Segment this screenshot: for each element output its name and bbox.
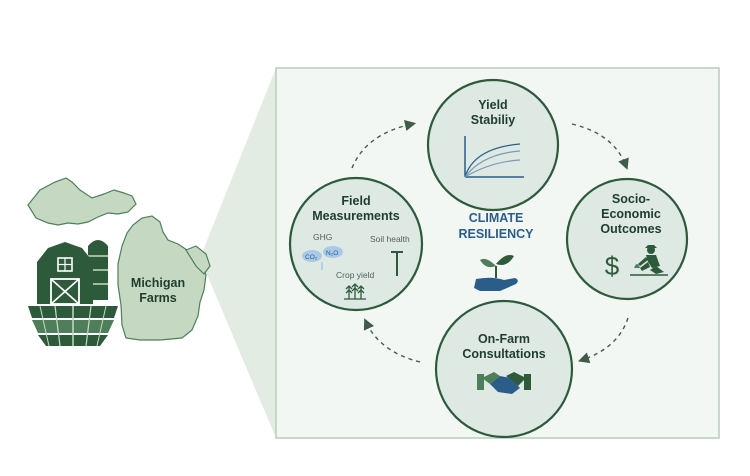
wheat-crop-icon <box>344 283 366 300</box>
dollar-sign-icon: $ <box>605 251 620 281</box>
handshake-icon <box>477 372 531 394</box>
ghg-cloud-icon <box>302 246 343 270</box>
farm-barn-icon <box>28 240 118 347</box>
crop-yield-label: Crop yield <box>336 270 375 280</box>
hand-seedling-icon <box>474 255 518 291</box>
onfarm-title-line1: On-Farm <box>478 332 530 346</box>
projection-wedge <box>200 68 276 438</box>
lower-peninsula-shape <box>117 215 207 341</box>
node-socio-economic: Socio- Economic Outcomes $ <box>565 177 689 301</box>
cycle-arrows <box>351 120 629 364</box>
socio-title-line1: Socio- <box>612 192 650 206</box>
field-title-line1: Field <box>341 194 370 208</box>
michigan-label-line1: Michigan <box>131 276 185 290</box>
yield-title-line1: Yield <box>478 98 507 112</box>
kneeling-farmer-icon <box>630 245 668 276</box>
node-on-farm-consultations: On-Farm Consultations <box>434 299 574 439</box>
soil-health-label: Soil health <box>370 234 410 244</box>
center-climate-resiliency: CLIMATE RESILIENCY <box>458 211 534 291</box>
arrow-socio-to-onfarm <box>578 317 629 364</box>
michigan-map: Michigan Farms <box>27 177 211 347</box>
co2-label: CO₂ <box>305 254 318 261</box>
thumb-shape <box>185 245 211 275</box>
arrow-field-to-yield <box>351 120 417 169</box>
yield-curve-chart-icon <box>464 136 524 178</box>
michigan-label-line2: Farms <box>139 291 177 305</box>
socio-title-line2: Economic <box>601 207 661 221</box>
socio-title-line3: Outcomes <box>600 222 661 236</box>
n2o-label: N₂O <box>326 250 338 257</box>
field-title-line2: Measurements <box>312 209 400 223</box>
node-field-measurements: Field Measurements GHG CO₂ N₂O Soil heal… <box>288 176 424 312</box>
yield-title-line2: Stabiliy <box>471 113 516 127</box>
soil-probe-icon <box>391 251 403 276</box>
onfarm-title-line2: Consultations <box>462 347 545 361</box>
upper-peninsula-shape <box>27 177 137 226</box>
node-yield-stability: Yield Stabiliy <box>426 78 560 212</box>
center-title-line2: RESILIENCY <box>458 227 534 241</box>
center-title-line1: CLIMATE <box>469 211 524 225</box>
ghg-label: GHG <box>313 232 332 242</box>
arrow-yield-to-socio <box>571 123 629 170</box>
